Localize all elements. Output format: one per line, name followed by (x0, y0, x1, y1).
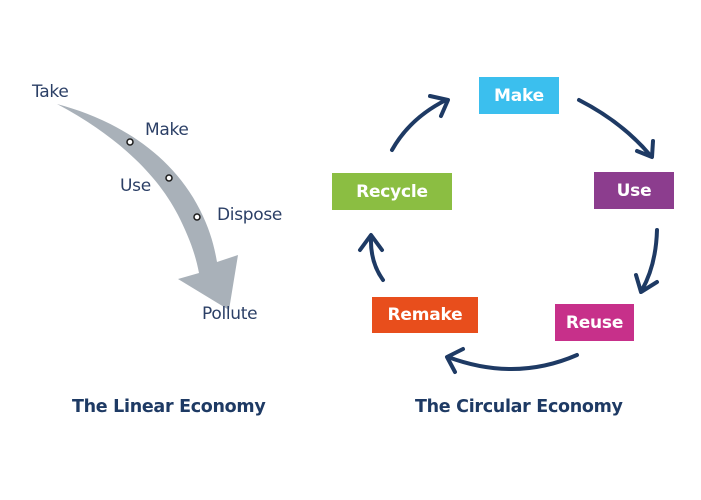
arrowhead-reuse-to-remake (445, 347, 465, 374)
circular-step-reuse: Reuse (555, 304, 634, 341)
linear-step-pollute: Pollute (202, 304, 258, 324)
arrowhead-remake-to-recycle (358, 233, 384, 252)
circular-step-remake-label: Remake (387, 305, 463, 325)
circular-economy-title: The Circular Economy (415, 397, 623, 417)
arrow-recycle-to-make (390, 98, 448, 152)
circular-step-use-label: Use (616, 180, 652, 201)
step-marker-dispose (193, 213, 201, 221)
step-marker-use (165, 174, 173, 182)
circular-step-reuse-label: Reuse (565, 312, 624, 333)
arrow-make-to-use (577, 98, 652, 157)
step-marker-make (126, 138, 134, 146)
arrowhead-make-to-use (635, 139, 655, 159)
arrowhead-recycle-to-make (428, 94, 450, 118)
circular-step-recycle: Recycle (332, 173, 452, 210)
linear-flow-arrow (57, 104, 238, 310)
circular-step-use: Use (594, 172, 674, 209)
linear-step-dispose: Dispose (217, 205, 283, 225)
circular-step-make: Make (479, 77, 559, 114)
arrow-reuse-to-remake (446, 353, 579, 371)
linear-step-use: Use (120, 176, 151, 196)
arrow-use-to-reuse (640, 228, 659, 292)
arrow-remake-to-recycle (368, 235, 385, 282)
linear-economy-title: The Linear Economy (72, 397, 266, 417)
circular-step-make-label: Make (494, 85, 544, 106)
linear-step-take: Take (32, 82, 69, 102)
circular-step-recycle-label: Recycle (356, 181, 428, 202)
linear-step-make: Make (145, 120, 189, 140)
arrowhead-use-to-reuse (634, 273, 659, 294)
circular-step-remake: Remake (372, 297, 478, 333)
